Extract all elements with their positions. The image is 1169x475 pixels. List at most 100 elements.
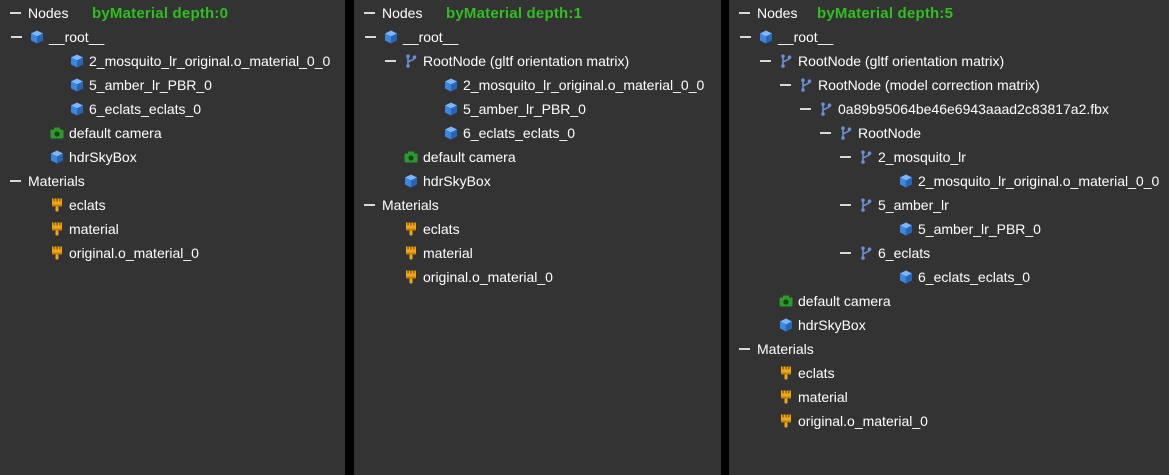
collapse-toggle-icon[interactable] bbox=[779, 77, 792, 93]
tree-row-label: RootNode (model correction matrix) bbox=[818, 77, 1040, 93]
tree-row[interactable]: 6_eclats_eclats_0 bbox=[443, 121, 575, 145]
tree-row[interactable]: Materials bbox=[9, 169, 85, 193]
tree-row[interactable]: Nodes bbox=[738, 1, 797, 25]
tree-row[interactable]: eclats bbox=[403, 217, 460, 241]
collapse-toggle-icon[interactable] bbox=[738, 341, 751, 357]
tree-row[interactable]: Materials bbox=[738, 337, 814, 361]
tree-row[interactable]: __root__ bbox=[364, 25, 458, 49]
tree-row-label: __root__ bbox=[778, 29, 834, 45]
tree-row-label: __root__ bbox=[49, 29, 105, 45]
tree-row[interactable]: material bbox=[403, 241, 473, 265]
collapse-toggle-icon[interactable] bbox=[384, 53, 397, 69]
collapse-toggle-icon[interactable] bbox=[9, 173, 22, 189]
collapse-toggle-icon[interactable] bbox=[799, 101, 812, 117]
transform-node-icon bbox=[838, 125, 854, 141]
tree-row[interactable]: original.o_material_0 bbox=[49, 241, 199, 265]
tree-row[interactable]: 6_eclats_eclats_0 bbox=[69, 97, 201, 121]
paint-brush-icon bbox=[49, 221, 65, 237]
tree-row[interactable]: 0a89b95064be46e6943aaad2c83817a2.fbx bbox=[799, 97, 1109, 121]
tree-row[interactable]: RootNode (gltf orientation matrix) bbox=[384, 49, 629, 73]
tree-row[interactable]: RootNode (gltf orientation matrix) bbox=[759, 49, 1004, 73]
tree-row[interactable]: __root__ bbox=[739, 25, 833, 49]
tree-row[interactable]: 5_amber_lr bbox=[839, 193, 949, 217]
tree-row-label: 5_amber_lr bbox=[878, 197, 949, 213]
tree-row[interactable]: eclats bbox=[778, 361, 835, 385]
collapse-toggle-icon[interactable] bbox=[364, 29, 377, 45]
mesh-cube-icon bbox=[443, 77, 459, 93]
tree-row-label: hdrSkyBox bbox=[423, 173, 491, 189]
tree-row[interactable]: RootNode (model correction matrix) bbox=[779, 73, 1040, 97]
tree-row[interactable]: Nodes bbox=[363, 1, 422, 25]
mesh-cube-icon bbox=[69, 77, 85, 93]
tree-row[interactable]: hdrSkyBox bbox=[49, 145, 137, 169]
tree-row[interactable]: eclats bbox=[49, 193, 106, 217]
collapse-toggle-icon[interactable] bbox=[363, 5, 376, 21]
collapse-toggle-icon[interactable] bbox=[739, 29, 752, 45]
tree-row[interactable]: material bbox=[778, 385, 848, 409]
collapse-toggle-icon[interactable] bbox=[839, 197, 852, 213]
tree-row[interactable]: 5_amber_lr_PBR_0 bbox=[443, 97, 586, 121]
tree-row-label: eclats bbox=[69, 197, 106, 213]
tree-row[interactable]: 2_mosquito_lr_original.o_material_0_0 bbox=[69, 49, 330, 73]
tree-row[interactable]: material bbox=[49, 217, 119, 241]
tree-row-label: RootNode (gltf orientation matrix) bbox=[798, 53, 1005, 69]
paint-brush-icon bbox=[778, 413, 794, 429]
tree-row[interactable]: 6_eclats bbox=[839, 241, 930, 265]
transform-node-icon bbox=[858, 197, 874, 213]
tree-row-label: eclats bbox=[798, 365, 835, 381]
tree-row-label: 2_mosquito_lr_original.o_material_0_0 bbox=[918, 173, 1160, 189]
mesh-cube-icon bbox=[898, 173, 914, 189]
tree-row[interactable]: original.o_material_0 bbox=[403, 265, 553, 289]
tree-row-label: Materials bbox=[28, 173, 85, 189]
tree-row-label: eclats bbox=[423, 221, 460, 237]
transform-node-icon bbox=[858, 149, 874, 165]
mode-label: byMaterial depth:5 bbox=[817, 5, 954, 22]
scene-tree-panel-depth-0: byMaterial depth:0 Nodes __root__ 2_mosqui… bbox=[0, 0, 345, 475]
tree-row[interactable]: 6_eclats_eclats_0 bbox=[898, 265, 1030, 289]
transform-node-icon bbox=[858, 245, 874, 261]
tree-row[interactable]: default camera bbox=[49, 121, 162, 145]
tree-row[interactable]: default camera bbox=[403, 145, 516, 169]
tree-row-label: 0a89b95064be46e6943aaad2c83817a2.fbx bbox=[838, 101, 1109, 117]
mesh-cube-icon bbox=[29, 29, 45, 45]
tree-row-label: default camera bbox=[423, 149, 516, 165]
tree-row-label: Nodes bbox=[757, 5, 798, 21]
paint-brush-icon bbox=[403, 221, 419, 237]
tree-row-label: 5_amber_lr_PBR_0 bbox=[89, 77, 212, 93]
tree-row[interactable]: hdrSkyBox bbox=[403, 169, 491, 193]
tree-row[interactable]: 5_amber_lr_PBR_0 bbox=[898, 217, 1041, 241]
collapse-toggle-icon[interactable] bbox=[819, 125, 832, 141]
scene-tree-panel-depth-1: byMaterial depth:1 Nodes__root__RootNode… bbox=[354, 0, 721, 475]
tree-row[interactable]: default camera bbox=[778, 289, 891, 313]
collapse-toggle-icon[interactable] bbox=[759, 53, 772, 69]
collapse-toggle-icon[interactable] bbox=[738, 5, 751, 21]
tree-row-label: 6_eclats_eclats_0 bbox=[463, 125, 576, 141]
tree-row-label: material bbox=[798, 389, 848, 405]
tree-row[interactable]: original.o_material_0 bbox=[778, 409, 928, 433]
tree-row[interactable]: Materials bbox=[363, 193, 439, 217]
collapse-toggle-icon[interactable] bbox=[10, 29, 23, 45]
tree-row-label: 6_eclats bbox=[878, 245, 931, 261]
tree-row[interactable]: 2_mosquito_lr_original.o_material_0_0 bbox=[443, 73, 704, 97]
mesh-cube-icon bbox=[758, 29, 774, 45]
collapse-toggle-icon[interactable] bbox=[839, 149, 852, 165]
paint-brush-icon bbox=[49, 245, 65, 261]
collapse-toggle-icon[interactable] bbox=[363, 197, 376, 213]
mode-label: byMaterial depth:0 bbox=[92, 5, 229, 22]
paint-brush-icon bbox=[778, 389, 794, 405]
collapse-toggle-icon[interactable] bbox=[839, 245, 852, 261]
tree-row[interactable]: 2_mosquito_lr_original.o_material_0_0 bbox=[898, 169, 1159, 193]
paint-brush-icon bbox=[778, 365, 794, 381]
tree-row[interactable]: 5_amber_lr_PBR_0 bbox=[69, 73, 212, 97]
tree-row[interactable]: 2_mosquito_lr bbox=[839, 145, 966, 169]
transform-node-icon bbox=[798, 77, 814, 93]
collapse-toggle-icon[interactable] bbox=[9, 5, 22, 21]
mesh-cube-icon bbox=[383, 29, 399, 45]
tree-row[interactable]: hdrSkyBox bbox=[778, 313, 866, 337]
tree-row[interactable]: Nodes bbox=[9, 1, 68, 25]
mesh-cube-icon bbox=[403, 173, 419, 189]
tree-row-label: Materials bbox=[382, 197, 439, 213]
tree-row[interactable]: RootNode bbox=[819, 121, 921, 145]
tree-row[interactable]: __root__ bbox=[10, 25, 104, 49]
mesh-cube-icon bbox=[778, 317, 794, 333]
